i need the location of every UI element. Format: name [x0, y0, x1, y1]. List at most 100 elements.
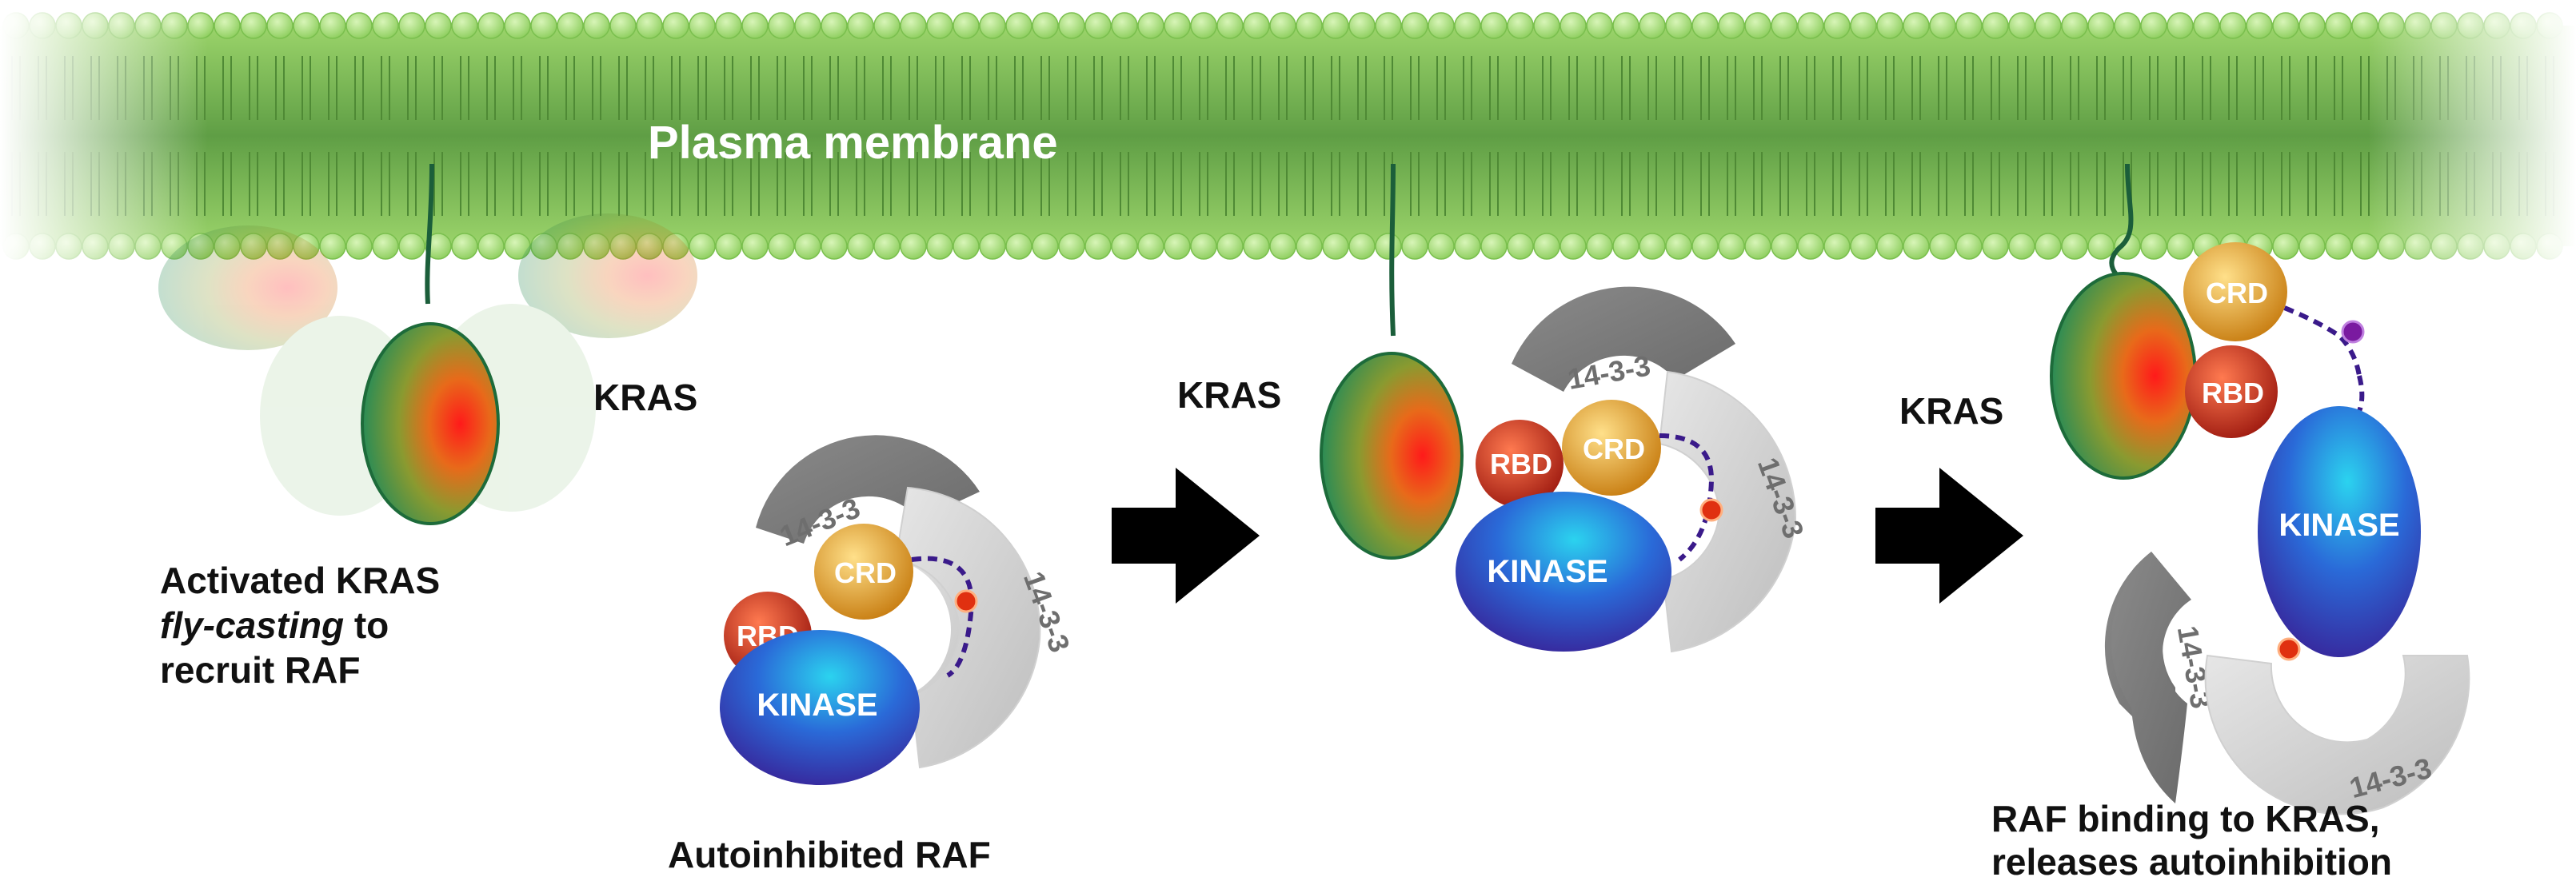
lipid-head: [821, 12, 848, 39]
stage-fly-casting: KRAS Activated KRAS fly-casting to recru…: [158, 163, 697, 691]
lipid-head: [1137, 12, 1164, 39]
lipid-head: [425, 233, 452, 260]
lipid-head: [1428, 12, 1455, 39]
lipid-head: [953, 12, 980, 39]
crd-label: CRD: [2206, 277, 2268, 309]
lipid-head: [319, 233, 346, 260]
lipid-head: [214, 12, 241, 39]
lipid-head: [609, 12, 637, 39]
lipid-head: [1375, 12, 1402, 39]
lipid-head: [1797, 12, 1824, 39]
lipid-head: [2035, 12, 2062, 39]
kras-protein: [361, 322, 500, 525]
lipid-head: [741, 12, 769, 39]
lipid-head: [1480, 12, 1508, 39]
lipid-head: [1480, 233, 1508, 260]
kras-tether: [1389, 163, 1396, 337]
kras-ghost: [518, 213, 697, 338]
lipid-head: [1797, 233, 1824, 260]
lipid-head: [2140, 233, 2167, 260]
lipid-head: [398, 233, 425, 260]
caption: Autoinhibited RAF: [668, 834, 991, 875]
membrane-fade-right: [2368, 0, 2576, 272]
lipid-head: [662, 12, 689, 39]
lipid-head: [2087, 12, 2115, 39]
lipid-head: [900, 233, 927, 260]
lipid-head: [715, 12, 742, 39]
lipid-head: [1718, 12, 1745, 39]
kinase-label: KINASE: [2278, 508, 2399, 543]
lipid-head: [2325, 12, 2352, 39]
lipid-head: [477, 233, 505, 260]
lipid-head: [1216, 233, 1244, 260]
lipid-head: [1533, 233, 1560, 260]
plasma-membrane: Plasma membrane: [0, 0, 2576, 272]
lipid-head: [1744, 233, 1771, 260]
lipid-head: [979, 233, 1006, 260]
lipid-head: [1348, 12, 1376, 39]
lipid-head: [847, 12, 874, 39]
lipid-head: [2246, 12, 2273, 39]
lipid-head: [398, 12, 425, 39]
rbd-label: RBD: [1490, 448, 1552, 480]
lipid-head: [926, 12, 953, 39]
stage-release-autoinhibition: KRAS CRD RBD 14-3-3 14-3-3 KINASE RAF bi…: [1899, 163, 2470, 883]
kinase-label: KINASE: [757, 688, 877, 723]
protein-14-3-3-b: [2204, 654, 2470, 815]
lipid-head: [1639, 12, 1666, 39]
lipid-head: [715, 233, 742, 260]
lipid-head: [1665, 233, 1692, 260]
lipid-head: [768, 12, 795, 39]
lipid-head: [451, 233, 478, 260]
lipid-head: [2008, 233, 2035, 260]
linker: [2239, 289, 2362, 377]
lipid-head: [240, 12, 267, 39]
lipid-head: [821, 233, 848, 260]
stage-kras-binding: KRAS 14-3-3 14-3-3 RBD CRD KINASE: [1177, 163, 1811, 653]
lipid-head: [1744, 12, 1771, 39]
lipid-head: [1560, 233, 1587, 260]
lipid-head: [1243, 233, 1270, 260]
lipid-head: [1771, 233, 1798, 260]
caption-line: Activated KRAS: [160, 560, 440, 601]
crd-label: CRD: [1583, 433, 1645, 465]
lipid-head: [2298, 233, 2326, 260]
lipid-head: [2272, 233, 2299, 260]
lipid-head: [1348, 233, 1376, 260]
lipid-head: [477, 12, 505, 39]
lipid-head: [1296, 233, 1323, 260]
lipid-head: [1507, 233, 1534, 260]
lipid-head: [1586, 233, 1613, 260]
lipid-head: [1903, 12, 1930, 39]
lipid-head: [1164, 12, 1191, 39]
lipid-head: [1322, 12, 1349, 39]
lipid-head: [1823, 233, 1851, 260]
caption-italic: fly-casting: [160, 604, 344, 646]
lipid-head: [1507, 12, 1534, 39]
lipid-head: [1823, 12, 1851, 39]
crd-domain: [2183, 242, 2287, 341]
lipid-head: [1269, 12, 1296, 39]
lipid-head: [451, 12, 478, 39]
lipid-head: [319, 12, 346, 39]
lipid-head: [266, 12, 294, 39]
kras-protein: [2050, 272, 2197, 480]
arrow-right-icon: [1112, 468, 1260, 604]
kras-tether: [425, 163, 434, 305]
lipid-head: [1322, 233, 1349, 260]
phospho-site: [954, 589, 978, 613]
lipid-head: [1190, 233, 1217, 260]
rbd-domain: [1476, 420, 1564, 508]
lipid-head: [1137, 233, 1164, 260]
lipid-head: [873, 233, 901, 260]
phospho-site: [2277, 637, 2301, 661]
protein-14-3-3-a-shape: [2111, 552, 2191, 803]
stage-autoinhibited-raf: 14-3-3 14-3-3 RBD CRD KINASE Autoinhibit…: [668, 435, 1076, 875]
lipid-head: [1560, 12, 1587, 39]
lipid-head: [1612, 233, 1639, 260]
rbd-label: RBD: [2202, 377, 2264, 409]
lipid-head: [372, 233, 399, 260]
lipid-head: [1955, 233, 1983, 260]
lipid-head: [2087, 233, 2115, 260]
lipid-head: [293, 12, 320, 39]
